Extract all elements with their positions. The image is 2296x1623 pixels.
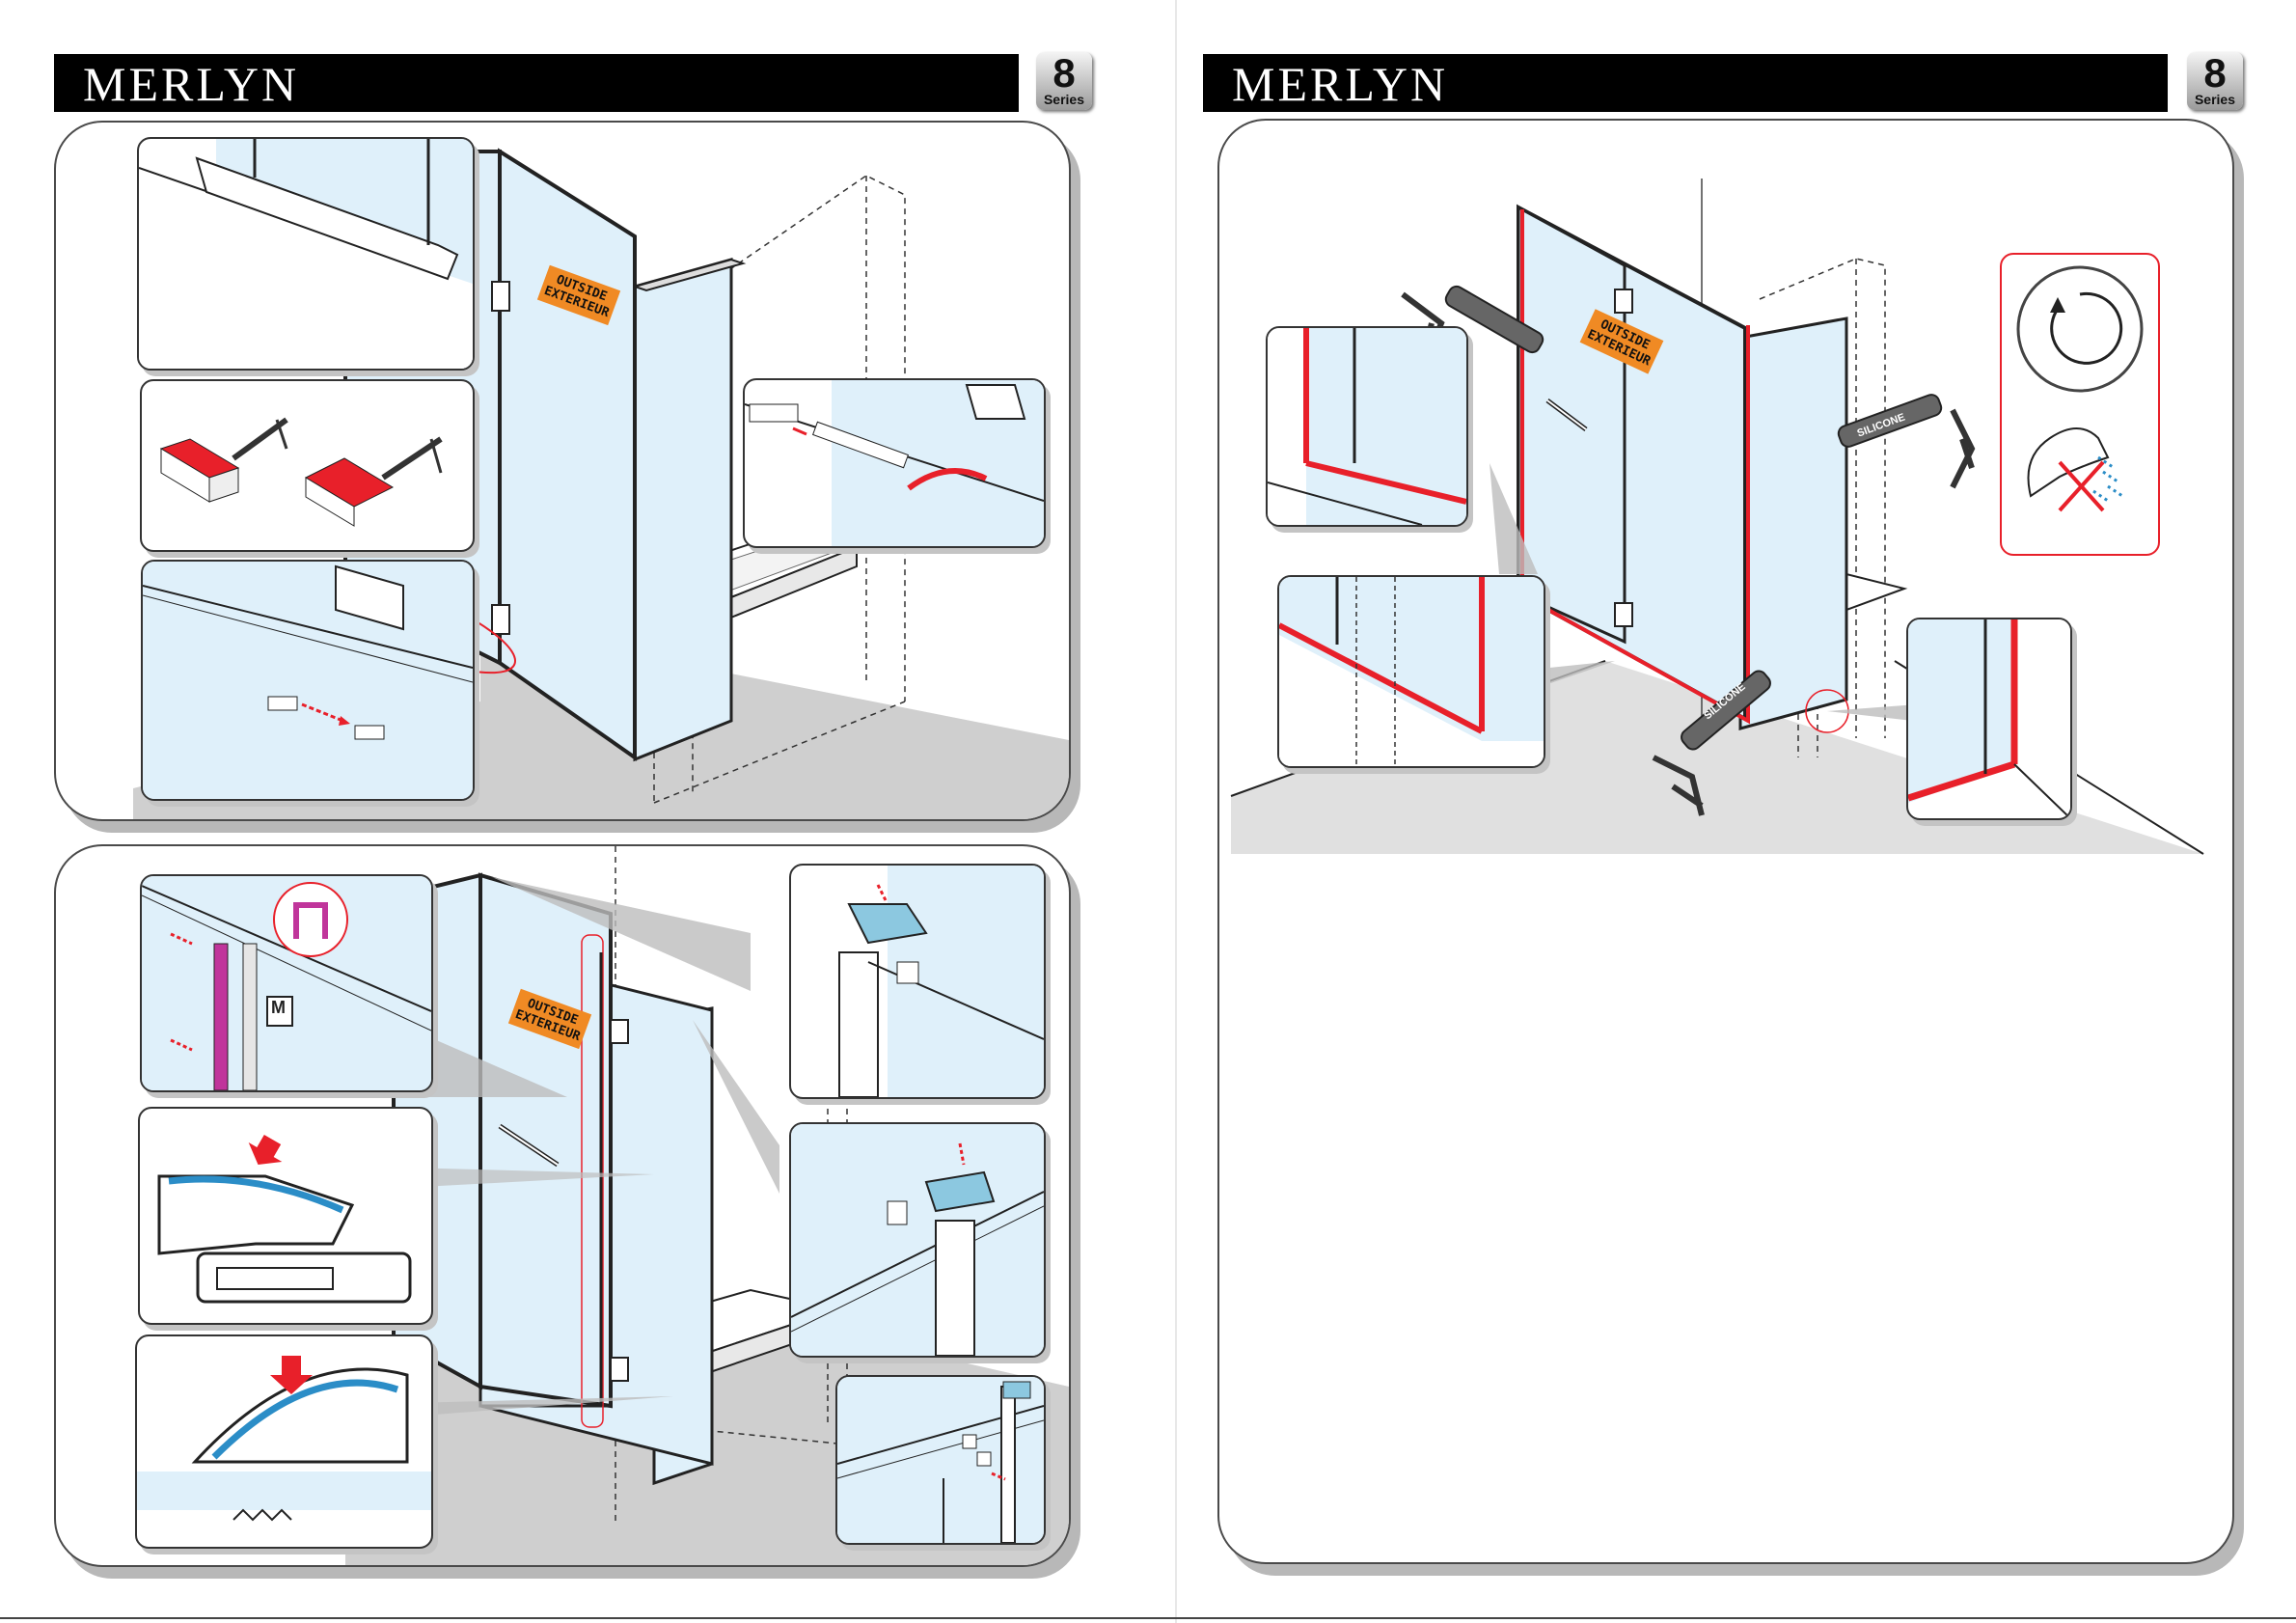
inset-sealant-corner-top — [1266, 326, 1468, 527]
silicone-application-drawing — [142, 381, 473, 550]
left-page: MERLYN 8 Series — [0, 0, 1148, 1623]
page-header: MERLYN — [1203, 54, 2168, 112]
inset-base-corner — [137, 137, 475, 371]
top-cap-1-drawing — [791, 866, 1044, 1097]
inset-top-cap-2 — [789, 1122, 1046, 1358]
series-label: Series — [2187, 92, 2243, 107]
end-cap-drawing — [745, 380, 1044, 546]
inset-sealant-base — [1277, 575, 1545, 768]
series-number: 8 — [2187, 50, 2243, 96]
sealant-base-drawing — [1279, 577, 1544, 766]
series-badge: 8 Series — [1036, 52, 1092, 110]
series-badge: 8 Series — [2187, 52, 2243, 110]
right-page: MERLYN 8 Series — [1148, 0, 2296, 1623]
inset-slide-profile — [141, 560, 475, 801]
brand-title: MERLYN — [1232, 60, 1448, 108]
inset-seal-profile-2 — [135, 1334, 433, 1549]
cure-warning-drawing — [2002, 255, 2158, 554]
sealant-wall-drawing — [1908, 619, 2070, 818]
inset-sealant-wall — [1906, 618, 2072, 820]
seal-profile-1-drawing — [140, 1109, 431, 1323]
bottom-cap-drawing — [837, 1377, 1044, 1543]
no-water-cross-icon — [2060, 462, 2103, 510]
cure-warning-box — [2000, 253, 2160, 556]
hinge-cap-letter: M — [271, 998, 286, 1018]
inset-magnetic-seal: M — [140, 874, 433, 1092]
top-cap-2-drawing — [791, 1124, 1044, 1356]
seal-profile-2-drawing — [137, 1336, 431, 1547]
page-header: MERLYN — [54, 54, 1019, 112]
series-label: Series — [1036, 92, 1092, 107]
inset-apply-silicone — [140, 379, 475, 552]
clock-arrow-icon — [2018, 267, 2142, 391]
base-corner-drawing — [139, 139, 473, 369]
sealant-corner-top-drawing — [1268, 328, 1466, 525]
magnetic-seal-drawing — [142, 876, 431, 1090]
page-bottom-edge — [0, 1617, 2296, 1619]
inset-bottom-cap — [835, 1375, 1046, 1545]
inset-top-cap-1 — [789, 864, 1046, 1099]
shower-head-icon — [2029, 428, 2123, 501]
slide-profile-drawing — [143, 562, 473, 799]
series-number: 8 — [1036, 50, 1092, 96]
inset-seal-profile-1 — [138, 1107, 433, 1325]
brand-title: MERLYN — [83, 60, 299, 108]
inset-end-cap — [743, 378, 1046, 548]
